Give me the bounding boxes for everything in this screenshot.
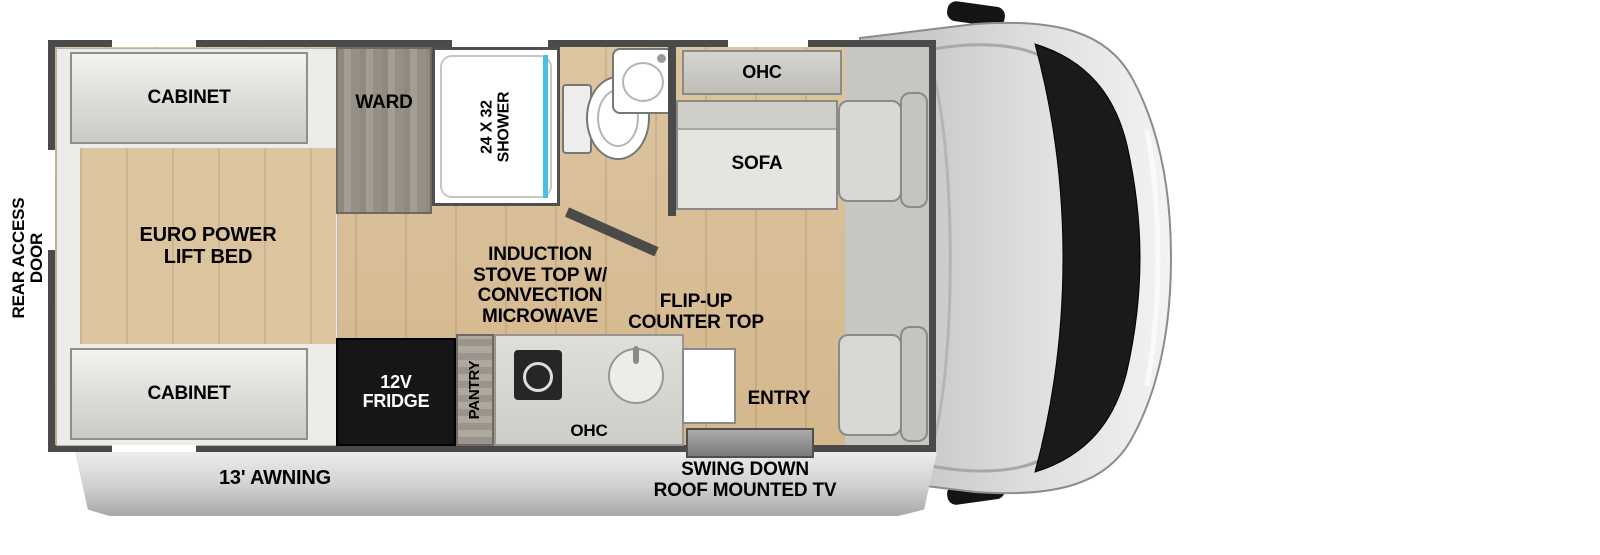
entry-label: ENTRY (747, 388, 811, 409)
bath-sink-basin (622, 62, 664, 102)
window-bottom-bedroom (112, 445, 196, 452)
cabinet-bottom-label: CABINET (147, 382, 231, 404)
stove-burner-icon (523, 362, 553, 392)
driver-seat (838, 326, 930, 442)
front-highlight (1144, 129, 1161, 387)
induction-note: INDUCTION STOVE TOP W/ CONVECTION MICROW… (473, 244, 607, 327)
wardrobe: WARD (336, 47, 432, 214)
roof-tv (686, 428, 814, 458)
cabinet-bottom: CABINET (70, 348, 308, 440)
passenger-seat-cushion (838, 100, 902, 202)
bathroom-wall (668, 47, 676, 216)
shower-label: 24 X 32 SHOWER (478, 91, 513, 162)
shower-pan (440, 55, 552, 198)
mirror-top-icon (947, 1, 1005, 27)
awning-label: 13' AWNING (218, 467, 332, 489)
driver-seat-back (900, 326, 928, 442)
wardrobe-label: WARD (355, 92, 413, 113)
driver-seat-cushion (838, 334, 902, 436)
fridge-label: 12V FRIDGE (362, 371, 430, 411)
passenger-seat-back (900, 92, 928, 208)
kitchen-faucet-icon (633, 346, 639, 364)
windshield (1034, 43, 1141, 473)
bath-sink-faucet (657, 54, 666, 63)
flip-up-counter (682, 348, 736, 424)
hood-line-mid (928, 61, 952, 455)
awning: 13' AWNING (75, 452, 937, 516)
ohc-top: OHC (682, 50, 842, 95)
window-top-bedroom (112, 40, 196, 47)
shower-glass (543, 55, 548, 198)
kitchen-counter: OHC (494, 334, 684, 446)
bath-sink-icon (612, 48, 674, 114)
flip-up-note: FLIP-UP COUNTER TOP (628, 291, 764, 333)
kitchen-sink-icon (608, 346, 664, 404)
pantry-label: PANTRY (465, 360, 483, 420)
roof-tv-label: SWING DOWN ROOF MOUNTED TV (653, 459, 837, 501)
vehicle-cab (859, 1, 1173, 505)
shower: 24 X 32 SHOWER (432, 47, 560, 206)
stove-icon (514, 350, 562, 400)
coach-body: CABINET CABINET EURO POWER LIFT BED WARD… (48, 40, 936, 452)
rear-access-door-gap (48, 150, 55, 250)
pantry: PANTRY (456, 334, 494, 446)
ohc-bottom-label: OHC (570, 420, 608, 440)
cabinet-top-label: CABINET (147, 86, 231, 108)
window-top-bath (452, 40, 548, 47)
passenger-seat (838, 92, 930, 208)
fridge: 12V FRIDGE (336, 338, 456, 446)
ohc-top-label: OHC (742, 61, 782, 82)
sofa: SOFA (676, 100, 838, 210)
sofa-label: SOFA (731, 153, 783, 174)
cabinet-top: CABINET (70, 52, 308, 144)
window-top-sofa (728, 40, 808, 47)
sofa-backrest (678, 102, 836, 130)
bedroom-floor (80, 148, 336, 344)
lift-bed-label: EURO POWER LIFT BED (139, 224, 277, 268)
